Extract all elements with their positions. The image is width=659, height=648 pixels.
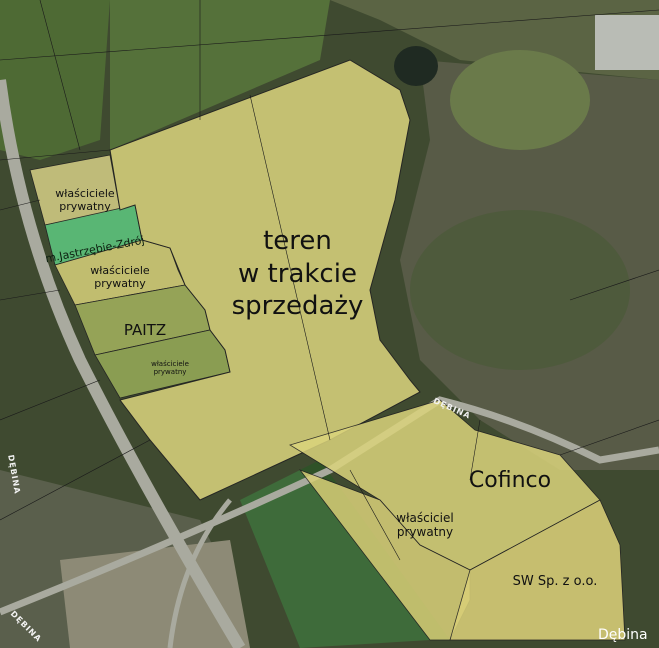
parcel-sw[interactable]: [449, 499, 626, 641]
road-debina: [0, 396, 659, 616]
field-area: [330, 0, 659, 80]
building-roof: [595, 15, 659, 70]
field-strip: [240, 470, 430, 648]
label-text: właściciele prywatny: [90, 264, 150, 290]
label-text: PAITZ: [123, 321, 167, 339]
label-owners-top: właściciele prywatny: [45, 187, 125, 213]
road: [167, 498, 232, 648]
label-text: właściciele prywatny: [55, 187, 115, 213]
label-text: właściciel prywatny: [396, 511, 454, 539]
label-owner-private: właściciel prywatny: [380, 511, 470, 540]
label-text: Cofinco: [468, 468, 552, 493]
label-text: Dębina: [598, 627, 648, 643]
label-sw: SW Sp. z o.o.: [505, 574, 605, 590]
cadastral-lines: [0, 0, 659, 561]
label-cofinco: Cofinco: [455, 468, 565, 493]
road: [0, 79, 246, 648]
label-owners-middle: właściciele prywatny: [80, 264, 160, 290]
label-paitz: PAITZ: [115, 321, 175, 339]
grass-patch: [450, 50, 590, 150]
pond: [394, 46, 438, 86]
place-label-debina: Dębina: [598, 627, 648, 643]
label-text: SW Sp. z o.o.: [512, 574, 598, 589]
quarry-pit: [410, 210, 630, 370]
label-text: właściciele prywatny: [151, 360, 189, 377]
label-owners-small: właściciele prywatny: [140, 360, 200, 376]
label-text: teren w trakcie sprzedaży: [231, 226, 364, 321]
field-area: [110, 0, 330, 150]
label-main-sale: teren w trakcie sprzedaży: [225, 225, 370, 323]
field-area: [0, 0, 110, 160]
